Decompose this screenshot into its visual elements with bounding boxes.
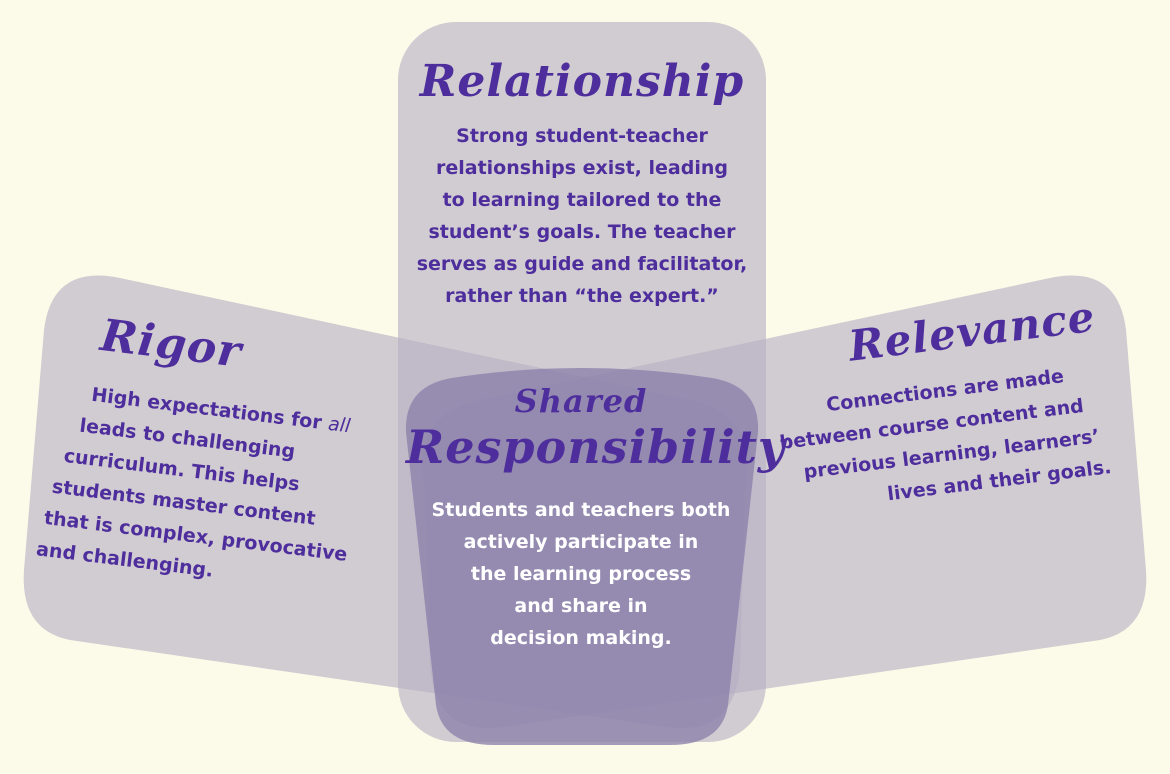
- rigor-line-emphasis: all: [326, 412, 352, 438]
- shared-line: Students and teachers both: [431, 499, 731, 521]
- shared-description: Students and teachers both actively part…: [406, 494, 756, 654]
- shared-line: and share in: [514, 595, 648, 617]
- relationship-line: Strong student-teacher: [456, 125, 708, 147]
- relationship-line: to learning tailored to the: [442, 189, 722, 211]
- shared-line: the learning process: [470, 563, 692, 585]
- shared-line: decision making.: [490, 627, 672, 649]
- relationship-line: serves as guide and facilitator,: [416, 253, 748, 275]
- shared-responsibility-shape: [405, 368, 759, 745]
- relationship-line: relationships exist, leading: [436, 157, 728, 179]
- shared-title: Responsibility: [406, 420, 786, 474]
- relationship-line: rather than “the expert.”: [445, 285, 719, 307]
- relationship-line: student’s goals. The teacher: [428, 221, 736, 243]
- relationship-title: Relationship: [419, 56, 745, 107]
- rigor-description: High expectations for all leads to chall…: [15, 372, 376, 604]
- relationship-description: Strong student-teacher relationships exi…: [398, 120, 766, 312]
- shared-title-small: Shared: [514, 382, 648, 420]
- shared-line: actively participate in: [463, 531, 699, 553]
